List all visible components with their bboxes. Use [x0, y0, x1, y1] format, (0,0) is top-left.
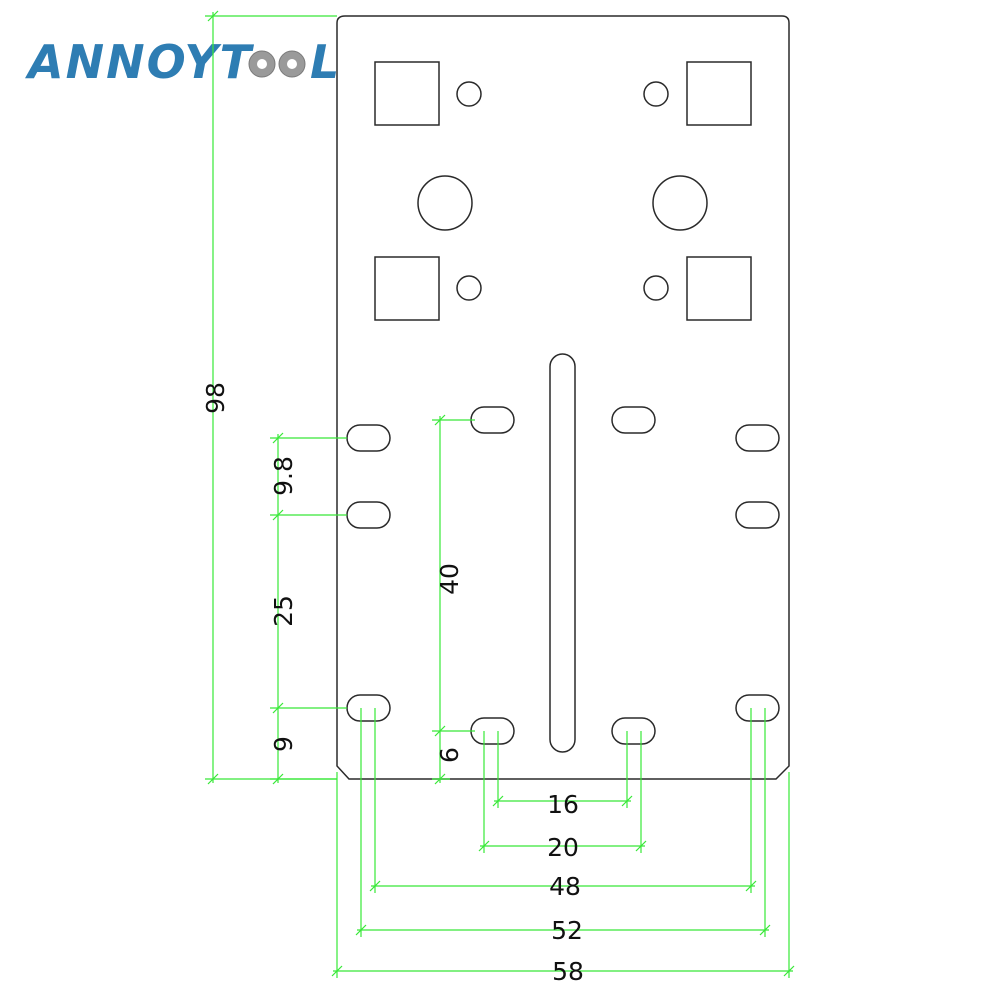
- dimension-label-9: 9: [269, 736, 298, 752]
- dimension-width-52: [355, 708, 771, 937]
- small-hole: [456, 81, 482, 107]
- oblong-slot: [735, 424, 780, 452]
- large-hole: [417, 175, 473, 231]
- oblong-slot: [611, 717, 656, 745]
- center-slot: [549, 353, 576, 753]
- gear-icon: [278, 50, 306, 78]
- oblong-slot: [735, 694, 780, 722]
- dimension-width-16: [492, 731, 633, 808]
- dimension-label-6: 6: [435, 747, 464, 763]
- oblong-slot: [470, 406, 515, 434]
- dimension-label-25: 25: [269, 595, 298, 627]
- square-cutout: [374, 61, 440, 126]
- dimension-label-52: 52: [551, 916, 583, 945]
- square-cutout: [686, 61, 752, 126]
- dimension-label-16: 16: [547, 790, 579, 819]
- dimension-label-20: 20: [547, 833, 579, 862]
- oblong-slot: [346, 694, 391, 722]
- square-cutout: [374, 256, 440, 321]
- square-cutout: [686, 256, 752, 321]
- oblong-slot: [346, 424, 391, 452]
- dimension-width-20: [478, 731, 647, 853]
- oblong-slot: [611, 406, 656, 434]
- small-hole: [456, 275, 482, 301]
- dimension-label-40: 40: [435, 563, 464, 595]
- dimension-left-stack: [270, 432, 347, 785]
- small-hole: [643, 81, 669, 107]
- dimension-inner-stack: [432, 414, 475, 785]
- dimension-label-9-8: 9.8: [269, 456, 298, 496]
- dimension-label-98: 98: [201, 382, 230, 414]
- dimension-width-58: [331, 772, 795, 978]
- dimension-label-58: 58: [552, 957, 584, 986]
- oblong-slot: [346, 501, 391, 529]
- gear-icon: [248, 50, 276, 78]
- brand-logo: ANNOYT LS: [25, 35, 374, 89]
- large-hole: [652, 175, 708, 231]
- oblong-slot: [470, 717, 515, 745]
- logo-text-part1: ANNOYT: [25, 35, 255, 89]
- oblong-slot: [735, 501, 780, 529]
- small-hole: [643, 275, 669, 301]
- dimension-label-48: 48: [549, 872, 581, 901]
- dimension-width-48: [369, 708, 757, 893]
